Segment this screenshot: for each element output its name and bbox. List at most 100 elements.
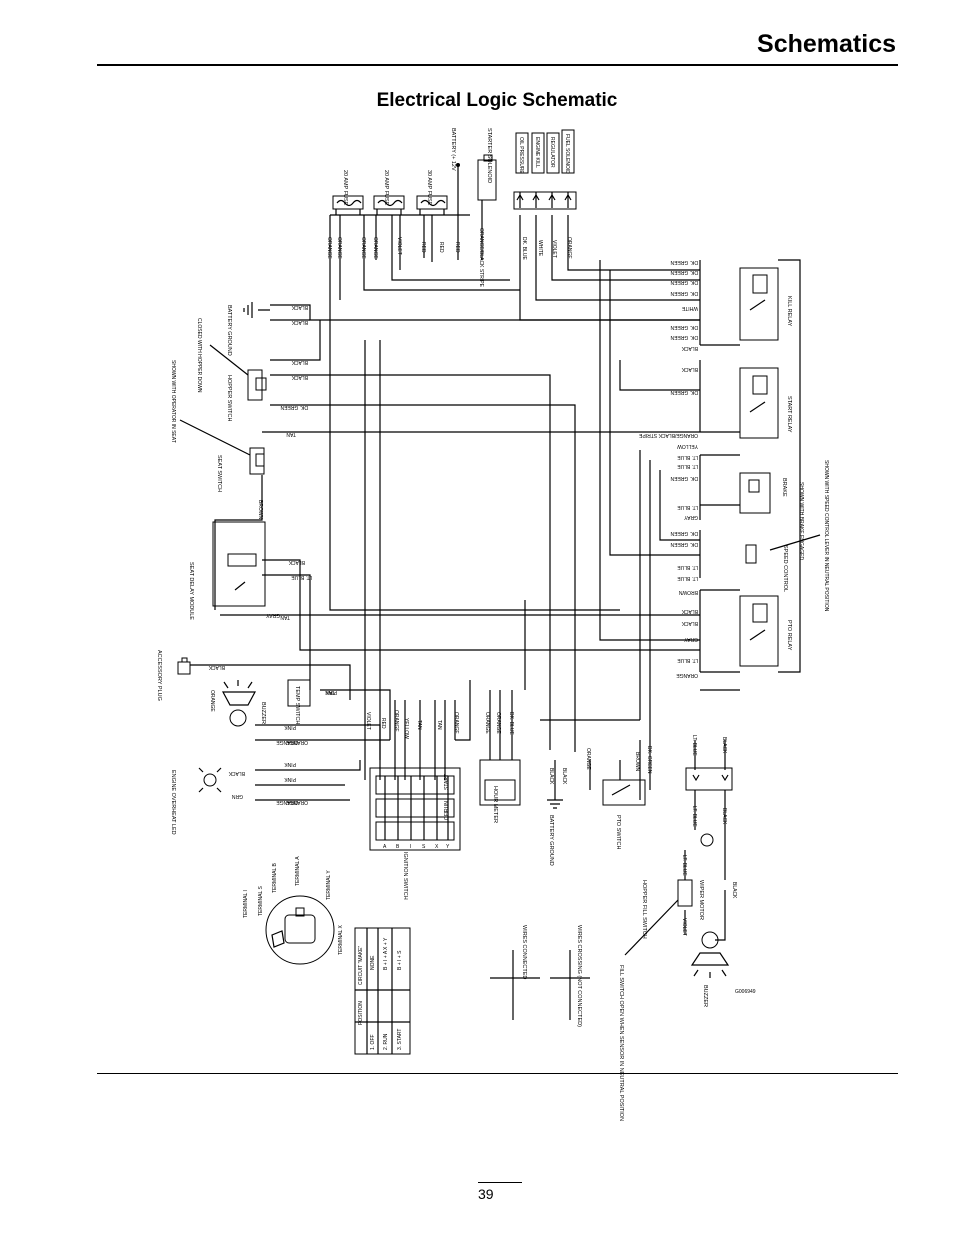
wire-label-top: WHITE [537, 240, 543, 257]
hopper-fill-switch-icon [677, 879, 693, 907]
wire-label-bottom: BLACK [721, 808, 727, 825]
circuit-row-1-pos: 1. OFF [370, 1034, 376, 1050]
seat-note: SHOWN WITH OPERATOR IN SEAT [170, 360, 176, 443]
page-number: 39 [478, 1186, 494, 1202]
wires-crossing-label: WIRES CROSSING (NOT CONNECTED) [576, 925, 582, 1027]
wire-label-right: DK. GREEN [670, 269, 698, 275]
wire-label-right: BLACK [681, 608, 698, 614]
circuit-row-3-pos: 3. START [397, 1029, 403, 1051]
start-relay-label: START RELAY [786, 396, 792, 433]
circuit-row-2-make-a: B + I + A [383, 950, 389, 970]
wire-label-left: LT. BLUE [291, 574, 312, 580]
wire-label-bottom: TAN [436, 720, 442, 730]
speed-control-label: SPEED CONTROL [782, 545, 788, 592]
ignition-pos-run: RUN [444, 801, 450, 812]
ignition-pos-off: OFF [444, 810, 450, 820]
header-rule [97, 64, 898, 66]
ignition-switch-block [369, 767, 461, 851]
wire-label-bottom: ORANGE [484, 712, 490, 734]
buzzer-right-icon [690, 931, 730, 978]
engine-terminal-2: REGULATOR [549, 137, 555, 168]
engine-terminal-1: ENGINE KILL [534, 137, 540, 168]
page-title: Schematics [757, 30, 896, 58]
ignition-letter-b: B [396, 844, 400, 850]
wire-label-left: DK. GREEN [280, 404, 308, 410]
seat-switch-label: SEAT SWITCH [216, 455, 222, 492]
wire-label-left: ORANGE [276, 799, 298, 805]
wire-labels-left: BLACK BLACK BLACK BLACK DK. GREEN TAN BR… [208, 304, 337, 805]
fill-note-pointer [624, 899, 679, 956]
footer-rule [97, 1073, 898, 1074]
wiper-motor-icon [700, 833, 714, 847]
wire-label-bottom: LT. BLUE [681, 855, 687, 876]
wire-label-left: BLACK [228, 770, 245, 776]
engine-terminal-0: OIL PRESSURE [518, 137, 524, 174]
wire-label-left: PINK [284, 761, 296, 767]
hopper-fill-switch-label: HOPPER FILL SWITCH [641, 880, 647, 939]
wire-label-left: BLACK [288, 559, 305, 565]
wire-label-bottom: VIOLET [365, 712, 371, 730]
battery-ground-top-icon [243, 302, 270, 318]
accessory-plug-icon [177, 657, 191, 675]
wire-label-top: ORANGE [360, 237, 366, 259]
pto-relay-icon [739, 595, 779, 667]
wire-label-right: DK. GREEN [670, 541, 698, 547]
wire-label-left: BLACK [291, 304, 308, 310]
connector-block-icon [685, 767, 733, 791]
hopper-switch-label: HOPPER SWITCH [226, 375, 232, 421]
wire-label-top: RED [438, 242, 444, 253]
wire-label-right: LT. BLUE [677, 564, 698, 570]
circuit-row-3-make: B + I + S [397, 950, 403, 970]
circuit-row-2-make-b: X + Y [383, 937, 389, 950]
wire-label-right: DK. GREEN [670, 290, 698, 296]
wire-label-right: LT. BLUE [677, 657, 698, 663]
wire-label-bottom: ORANGE [393, 710, 399, 732]
starter-solenoid-label: STARTER SOLENOID [486, 128, 492, 183]
wiring [190, 165, 801, 1020]
engine-overheat-label: ENGINE OVERHEAT LED [170, 770, 176, 835]
temp-switch-label: TEMP SWITCH [294, 686, 300, 724]
circuit-row-1-make: NONE [370, 955, 376, 970]
wire-label-bottom: ORANGE [286, 739, 308, 745]
hour-meter-icon [479, 759, 521, 806]
wire-label-left: BLACK [291, 319, 308, 325]
brake-switch-icon [739, 472, 771, 514]
ignition-pos-start: START [444, 774, 450, 790]
wire-label-bottom: BLACK [561, 768, 567, 785]
brake-label: BRAKE [781, 478, 787, 497]
wire-label-left: BLACK [291, 359, 308, 365]
speed-note: SHOWN WITH SPEED CONTROL LEVER IN NEUTRA… [823, 460, 829, 612]
battery-terminal-icon [456, 163, 460, 167]
wire-label-right: GRAY [684, 514, 698, 520]
wire-label-bottom: ORANGE [453, 712, 459, 734]
wire-label-right: BLACK [681, 366, 698, 372]
circuit-table-header-position: POSITION [358, 1001, 364, 1025]
fuse-20a-2-label: 20 AMP FUSE [383, 170, 389, 206]
ignition-letter-x: X [435, 844, 439, 850]
hopper-switch-icon [247, 369, 267, 401]
engine-overheat-led-icon [198, 767, 222, 793]
fill-note: FILL SWITCH OPEN WHEN SENSOR IN NEUTRAL … [618, 965, 624, 1121]
wire-label-top: ORANGE [336, 237, 342, 259]
engine-terminal-strip [513, 129, 577, 210]
diagram-id: G006949 [735, 989, 756, 995]
wire-label-bottom: RED [380, 718, 386, 729]
wire-labels-top: ORANGE ORANGE ORANGE ORANGE VIOLET RED R… [326, 228, 572, 288]
page-number-rule [478, 1182, 522, 1183]
starter-solenoid-icon [477, 154, 497, 201]
pto-switch-icon [602, 779, 646, 806]
closed-note: CLOSED WITH HOPPER DOWN [196, 318, 202, 393]
terminal-i-label: TERMINAL I [243, 890, 249, 918]
kill-relay-icon [739, 267, 779, 341]
wire-label-right: YELLOW [677, 443, 698, 449]
battery-ground-bottom-icon [547, 790, 563, 809]
wire-label-left: ORANGE [276, 739, 298, 745]
wire-labels-right: DK. GREEN DK. GREEN DK. GREEN DK. GREEN … [638, 259, 698, 678]
wire-label-top: VIOLET [551, 240, 557, 258]
fuse-30a-label: 30 AMP FUSE [426, 170, 432, 206]
terminal-y-label: TERMINAL Y [326, 870, 332, 900]
wire-label-right: WHITE [681, 305, 698, 311]
wire-label-right: BROWN [678, 589, 698, 595]
wire-label-bottom: ORANGE [585, 748, 591, 770]
